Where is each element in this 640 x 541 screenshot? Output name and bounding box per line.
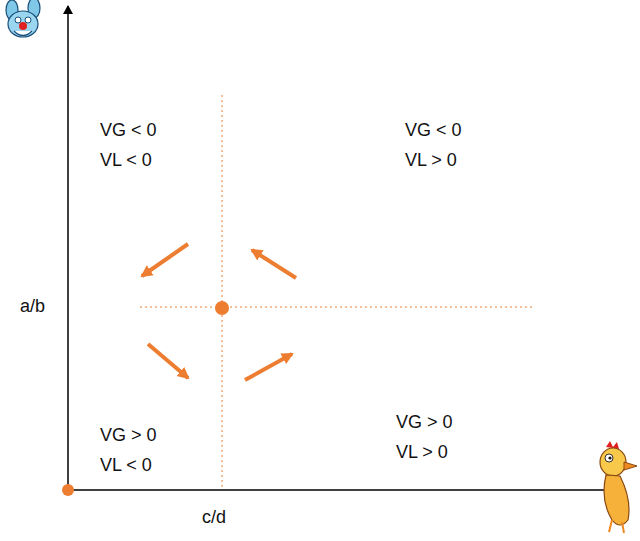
region-label: VG > 0 [100,425,157,447]
region-label: VG > 0 [396,412,453,434]
chicken-icon [600,441,637,533]
vertical-dotted-line [222,95,223,488]
flow-arrow [142,244,188,276]
region-label: VG < 0 [405,120,462,142]
x-axis [68,489,622,491]
region-label: VL > 0 [396,442,448,464]
region-label: VL > 0 [405,150,457,172]
equilibrium-dot [215,301,229,315]
axis-label: a/b [20,296,45,318]
flow-arrow [245,354,292,380]
origin-dot [62,484,74,496]
y-axis [67,6,69,490]
region-label: VL < 0 [100,150,152,172]
rabbit-icon [6,0,40,37]
flow-arrow [252,250,296,278]
axis-label: c/d [202,507,226,529]
horizontal-dotted-line [140,307,535,308]
region-label: VG < 0 [100,120,157,142]
region-label: VL < 0 [100,455,152,477]
flow-arrow [148,344,188,378]
